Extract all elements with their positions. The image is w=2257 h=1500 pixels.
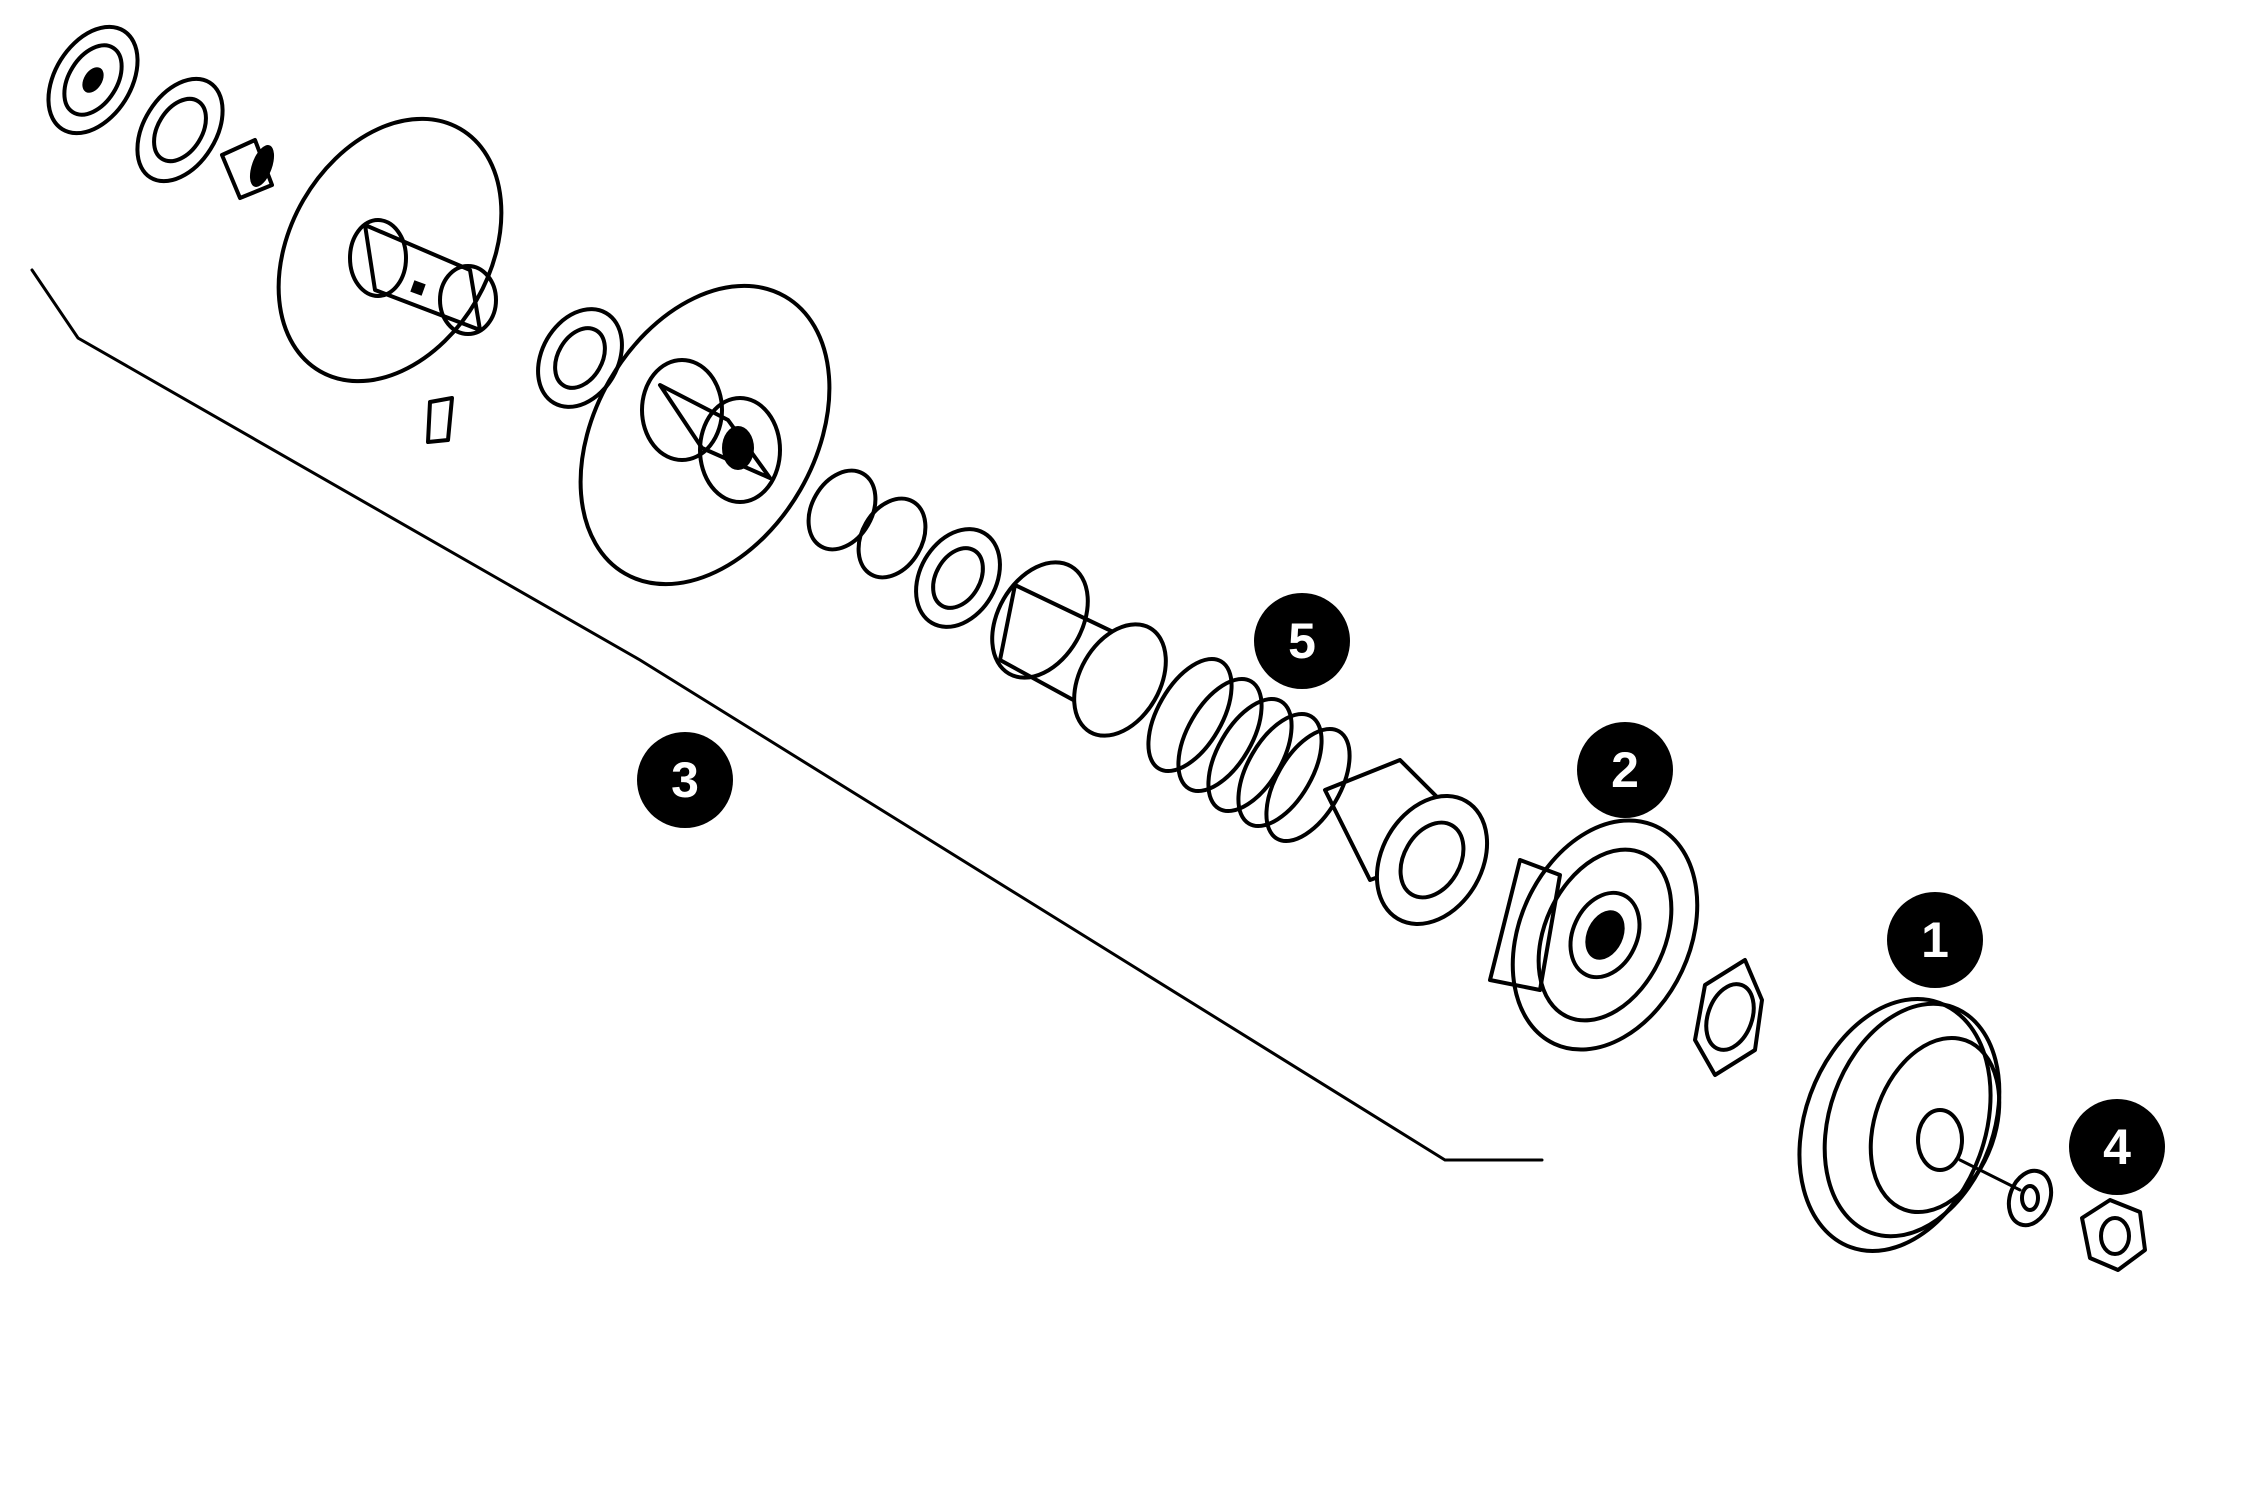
callout-5-label: 5 [1288,613,1316,669]
callout-2-label: 2 [1611,742,1639,798]
part-spring-seat [1323,758,1490,926]
callout-1: 1 [1887,892,1983,988]
part-fixed-pulley-half [276,116,504,444]
callout-4: 4 [2069,1099,2165,1195]
callout-3-label: 3 [671,752,699,808]
part-hex-nut [2080,1198,2147,1272]
part-guide-sleeve [990,560,1168,738]
part-washer-1 [536,307,624,409]
part-washer-2 [2006,1168,2054,1228]
part-needle-bearing [914,527,1002,629]
callout-2: 2 [1577,722,1673,818]
callout-4-label: 4 [2103,1119,2131,1175]
part-collar [220,138,275,200]
callout-5: 5 [1254,593,1350,689]
part-clutch-nut [1693,958,1764,1077]
part-bearing-outer [46,24,140,136]
part-movable-pulley-half [578,283,832,587]
part-clutch-shoe-assembly [1488,818,1700,1052]
callout-3: 3 [637,732,733,828]
assembly-bracket-line [30,268,1544,1162]
part-clutch-bell [1797,997,2022,1253]
part-o-rings [806,468,928,580]
part-compression-spring [1146,656,1352,844]
part-bearing [135,76,225,184]
callout-1-label: 1 [1921,912,1949,968]
